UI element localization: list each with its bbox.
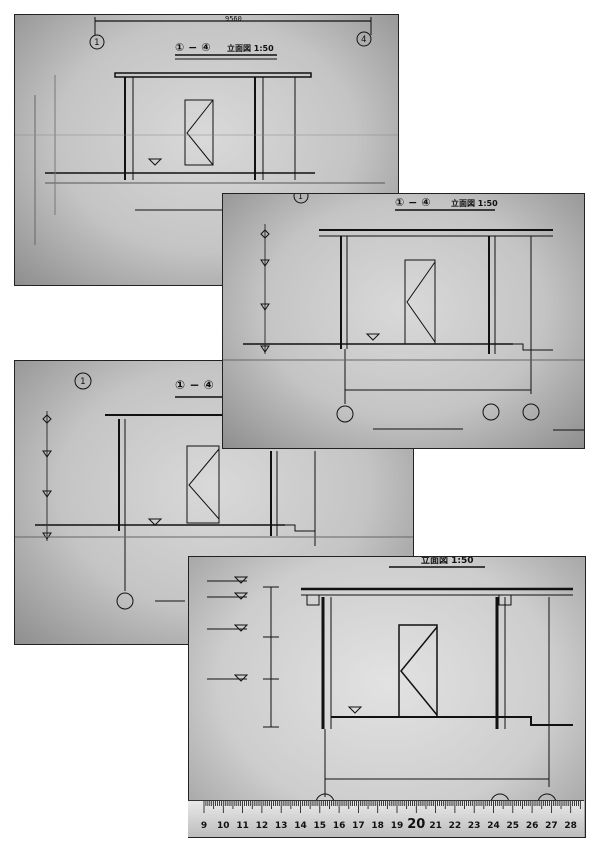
- elevation-drawing-4: 立面図 1:50: [207, 557, 573, 813]
- ruler-label: 27: [545, 821, 558, 831]
- drawing-scale: 立面図 1:50: [451, 198, 498, 208]
- grid-marker-top: 1: [298, 194, 303, 201]
- ruler-label: 13: [275, 821, 288, 831]
- ruler-label: 15: [314, 821, 327, 831]
- ruler-label: 10: [217, 821, 230, 831]
- elevation-drawing-2: 1 ① − ④ 立面図 1:50: [223, 194, 584, 431]
- ruler-label: 17: [352, 821, 365, 831]
- ruler-label: 20: [407, 817, 425, 832]
- ruler-label: 9: [201, 821, 207, 831]
- grid-marker-left: 1: [80, 377, 85, 387]
- grid-marker-right: 4: [361, 35, 366, 45]
- drawing-title: ① − ④: [175, 41, 211, 54]
- ruler-label: 24: [487, 821, 500, 831]
- photo-4: 立面図 1:50: [188, 556, 586, 838]
- ruler-label: 25: [507, 821, 520, 831]
- dimension-label: 9560: [225, 15, 242, 23]
- ruler-label: 23: [468, 821, 481, 831]
- ruler-label: 26: [526, 821, 539, 831]
- drawing-scale: 立面図 1:50: [227, 43, 274, 53]
- drawing-scale: 立面図 1:50: [421, 557, 474, 566]
- elevation-drawing-1: 9560 1 4 ① − ④ 立面図 1:50: [15, 15, 398, 245]
- drawing-title: ① − ④: [175, 378, 214, 392]
- ruler-label: 22: [449, 821, 462, 831]
- photo-1: 9560 1 4 ① − ④ 立面図 1:50: [14, 14, 399, 286]
- ruler-label: 16: [333, 821, 346, 831]
- ruler-label: 11: [236, 821, 249, 831]
- ruler-label: 14: [294, 821, 307, 831]
- ruler-label: 19: [391, 821, 404, 831]
- ruler-label: 18: [371, 821, 384, 831]
- ruler-label: 21: [429, 821, 442, 831]
- ruler-label: 28: [564, 821, 577, 831]
- ruler-label: 12: [256, 821, 269, 831]
- photo-2: 1 ① − ④ 立面図 1:50: [222, 193, 585, 449]
- grid-marker-left: 1: [94, 38, 99, 48]
- drawing-title: ① − ④: [395, 196, 431, 209]
